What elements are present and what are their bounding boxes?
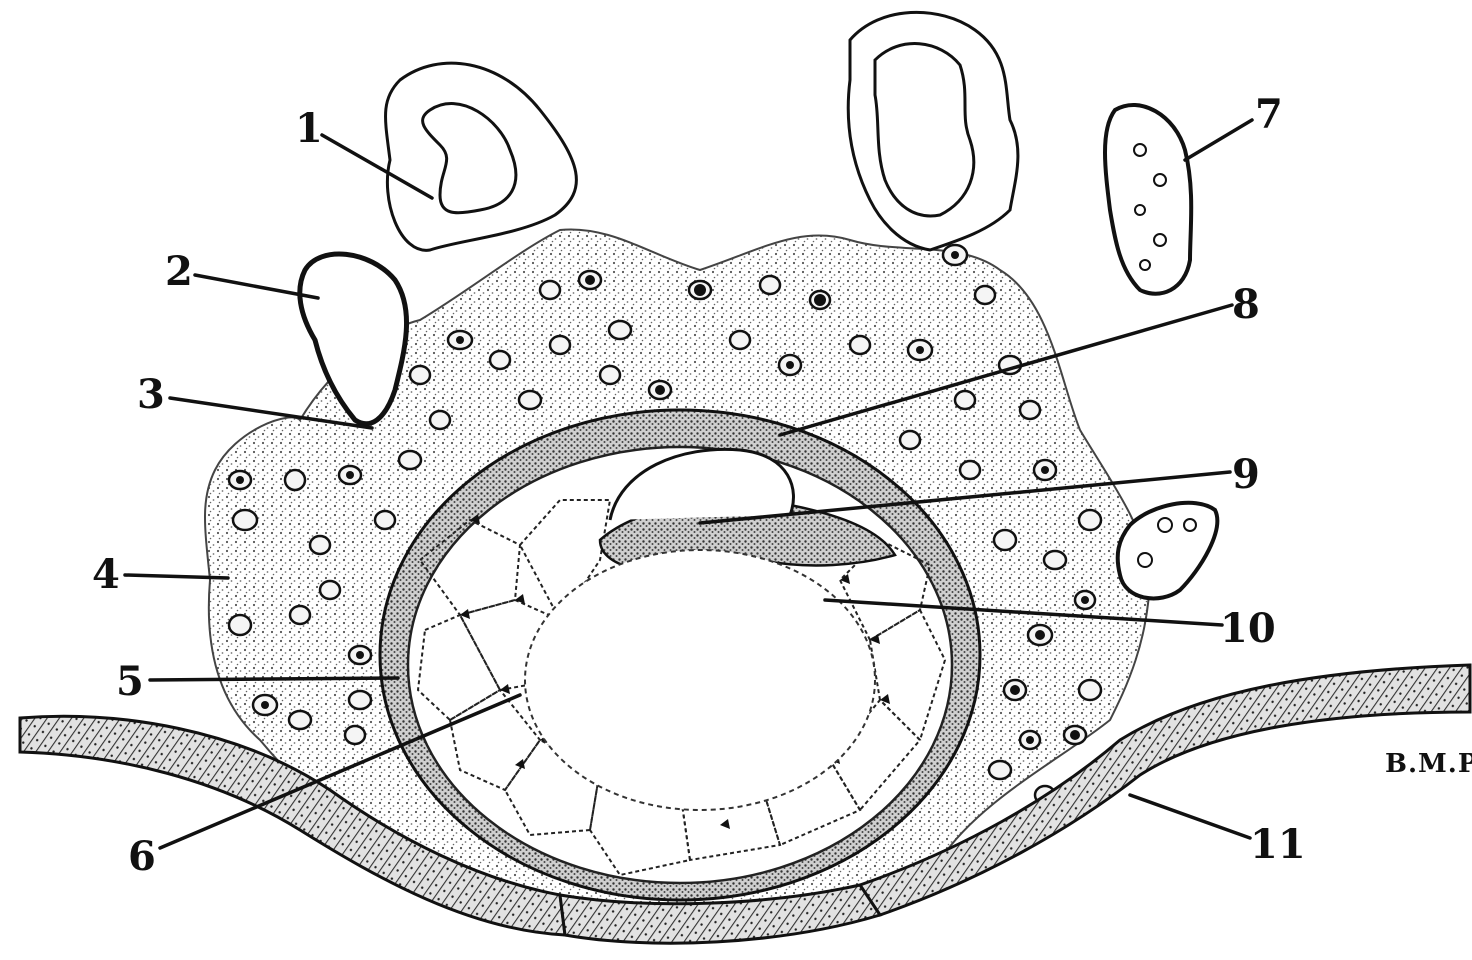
uterine-gland-1: [386, 63, 577, 250]
label-4: 4: [92, 551, 120, 598]
label-7: 7: [1255, 91, 1283, 138]
label-11: 11: [1250, 821, 1306, 868]
capillary-small: [1118, 503, 1218, 599]
label-10: 10: [1220, 605, 1276, 652]
label-2: 2: [165, 248, 193, 295]
label-5: 5: [116, 658, 144, 705]
exocoelomic-cavity: [525, 550, 875, 810]
uterine-gland-2-lumen: [875, 44, 974, 216]
uterine-gland-2: [848, 12, 1018, 250]
artist-signature: B.M.P.: [1385, 749, 1472, 779]
label-6: 6: [128, 833, 156, 880]
uterine-gland-1-lumen: [423, 104, 516, 213]
label-8: 8: [1232, 281, 1260, 328]
label-3: 3: [137, 371, 165, 418]
label-1: 1: [295, 105, 323, 152]
label-9: 9: [1232, 451, 1260, 498]
